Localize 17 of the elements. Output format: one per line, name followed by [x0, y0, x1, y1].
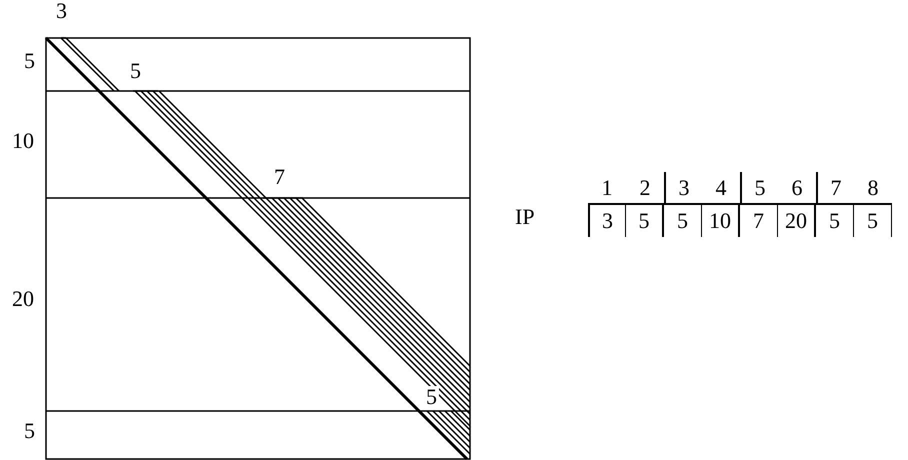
table-cell: 5 — [816, 205, 854, 237]
column-number: 7 — [816, 172, 854, 203]
row-label: IP — [515, 206, 535, 228]
table-cell: 10 — [702, 205, 740, 237]
table-cell: 3 — [588, 205, 626, 237]
column-number: 2 — [638, 174, 652, 202]
column-number: 5 — [740, 172, 778, 203]
column-number: 4 — [714, 174, 728, 202]
table-cell: 5 — [664, 205, 702, 237]
table-cell: 20 — [778, 205, 816, 237]
table-cell: 7 — [740, 205, 778, 237]
table-cell: 5 — [626, 205, 664, 237]
column-number: 6 — [790, 174, 804, 202]
table-cell: 5 — [854, 205, 892, 237]
column-number: 3 — [664, 172, 702, 203]
column-number: 8 — [866, 174, 880, 202]
column-number: 1 — [600, 174, 614, 202]
